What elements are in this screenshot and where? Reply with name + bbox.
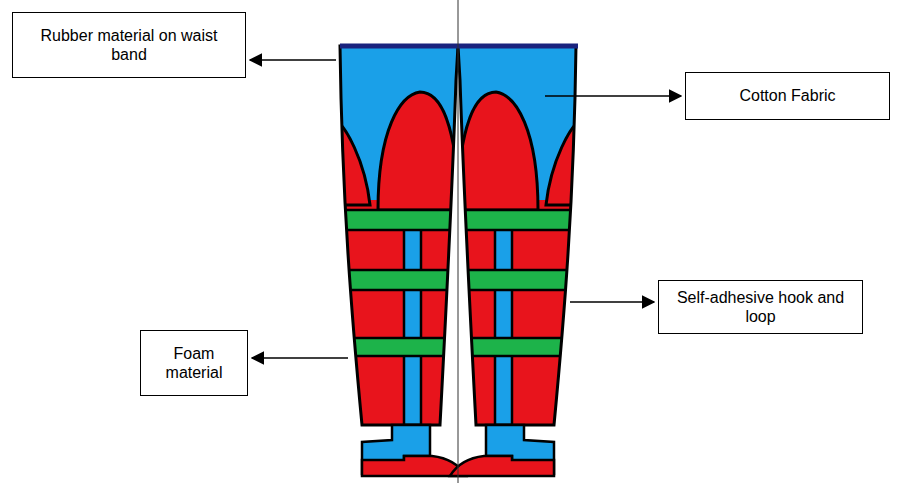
callout-box: Rubber material on waist band xyxy=(12,12,246,78)
right-leg xyxy=(446,40,586,476)
callout-box: Self-adhesive hook and loop xyxy=(658,280,863,334)
leader-arrow xyxy=(545,95,681,97)
callout-label: Rubber material on waist band xyxy=(21,26,237,64)
leader-arrow xyxy=(252,357,348,359)
left-leg xyxy=(330,40,470,476)
leader-arrow xyxy=(570,301,654,303)
waist-band xyxy=(340,44,578,49)
callout-label: Cotton Fabric xyxy=(739,86,835,105)
callout-box: Cotton Fabric xyxy=(685,72,890,120)
callout-label: Self-adhesive hook and loop xyxy=(667,288,854,326)
leader-arrow xyxy=(250,59,336,61)
callout-box: Foam material xyxy=(140,330,248,396)
callout-label: Foam material xyxy=(149,344,239,382)
centre-line xyxy=(458,0,459,483)
